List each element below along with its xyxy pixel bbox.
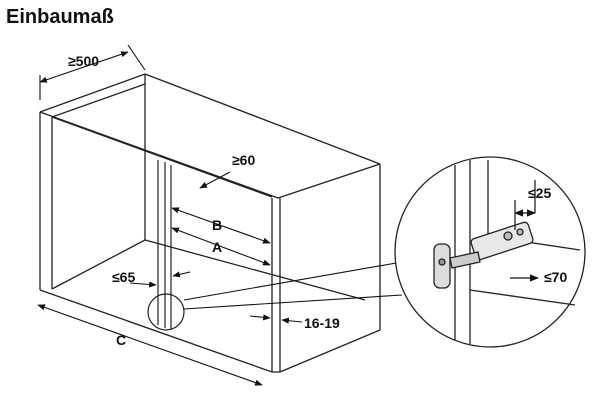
label-detail-bottom: ≤70 <box>544 269 567 285</box>
hinge-detail <box>394 156 586 348</box>
partition-rail <box>147 160 185 331</box>
dimension-lines <box>37 44 403 386</box>
label-width-c: C <box>116 332 126 348</box>
label-dim-a: A <box>212 239 222 255</box>
label-thickness: 16-19 <box>304 315 340 331</box>
label-detail-top: ≤25 <box>528 185 551 201</box>
label-side-offset: ≤65 <box>112 269 135 285</box>
diagram-title: Einbaumaß <box>6 6 114 28</box>
label-top-clearance: ≥60 <box>232 152 255 168</box>
label-depth: ≥500 <box>68 53 99 69</box>
label-dim-b: B <box>212 217 222 233</box>
